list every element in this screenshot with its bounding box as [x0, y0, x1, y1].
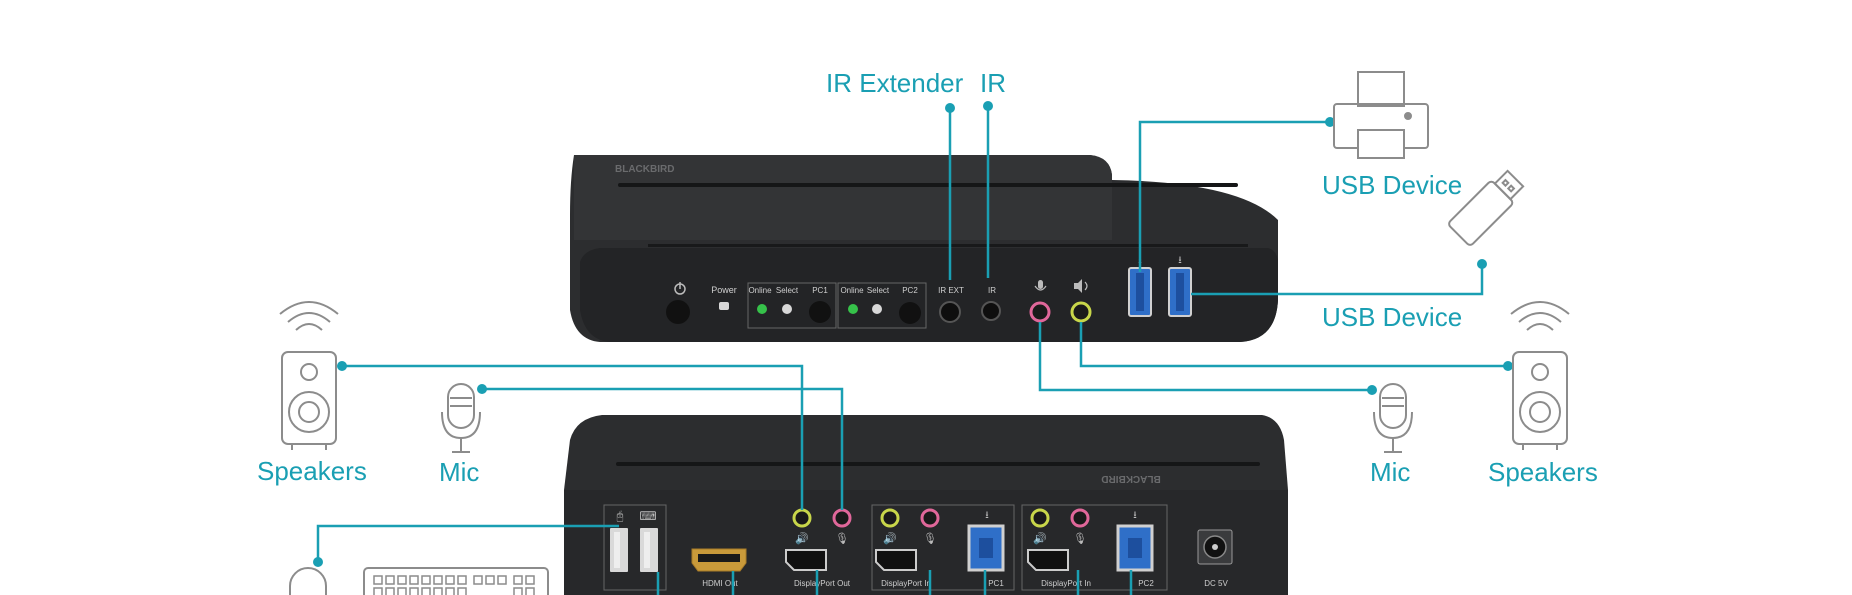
ir-ext-port[interactable]	[939, 301, 961, 323]
pc2-online-label: Online	[840, 286, 864, 295]
rear-mic-jack-out[interactable]	[832, 508, 852, 528]
pc2-online-led	[848, 304, 858, 314]
rear-usb-mouse-tongue	[614, 532, 620, 568]
pc2-select-label: Select	[867, 286, 890, 295]
pc2-usb-b-tongue	[1128, 538, 1142, 558]
front-usb-port-1-tongue	[1136, 273, 1144, 311]
usb-icon: ⭳	[1133, 510, 1137, 521]
pc1-button[interactable]	[809, 301, 831, 323]
pc1-usb-b-tongue	[979, 538, 993, 558]
hdmi-out-cavity	[698, 554, 740, 562]
rear-speaker-jack-out[interactable]	[792, 508, 812, 528]
front-usb-port-2-tongue	[1176, 273, 1184, 311]
front-mic-jack[interactable]	[1029, 301, 1051, 323]
mic-icon	[1034, 280, 1047, 291]
rear-brand: BLACKBIRD	[1101, 473, 1160, 484]
pc1-displayport-in-label: DisplayPort In	[881, 579, 931, 588]
usb-device-flash-callout: USB Device	[1322, 302, 1463, 332]
speakers-right-icon	[1510, 301, 1570, 450]
usb-printer-line	[1138, 120, 1330, 272]
pc1-select-led	[782, 304, 792, 314]
speaker-icon: 🔊	[883, 531, 897, 545]
speakers-right-callout: Speakers	[1488, 457, 1598, 487]
pc2-displayport-in-label: DisplayPort In	[1041, 579, 1091, 588]
pc1-usb-label: PC1	[988, 579, 1004, 588]
speakers-left-callout: Speakers	[257, 456, 367, 486]
usb-flash-line	[1191, 264, 1484, 296]
keyboard-icon	[363, 567, 549, 595]
connector-lines	[316, 106, 1508, 595]
pc1-label: PC1	[812, 286, 828, 295]
power-icon	[674, 282, 686, 295]
mic-icon: 🎙	[923, 532, 937, 545]
keyboard-icon: ⌨	[639, 509, 656, 523]
pc2-speaker-jack[interactable]	[1030, 508, 1050, 528]
rear-pc2-box	[1021, 504, 1168, 591]
pc1-online-label: Online	[748, 286, 772, 295]
speaker-icon: 🔊	[795, 531, 809, 545]
usb-icon: ⭳	[985, 510, 989, 521]
rear-mouse-line	[316, 524, 619, 562]
usb-flash-drive-icon	[1448, 169, 1525, 246]
ir-label: IR	[988, 286, 996, 295]
mic-icon: 🎙	[1073, 532, 1087, 545]
front-speaker-jack[interactable]	[1070, 301, 1092, 323]
front-brand: BLACKBIRD	[615, 164, 674, 175]
microphone-right-icon	[1373, 383, 1413, 453]
pc2-group-box	[837, 282, 927, 329]
rear-device: BLACKBIRD 🖰 ⌨ HDMI Out 🔊 🎙 DisplayPort O…	[564, 415, 1288, 595]
usb-device-printer-callout: USB Device	[1322, 170, 1463, 200]
mic-icon: 🎙	[835, 532, 849, 545]
hdmi-out-label: HDMI Out	[702, 579, 738, 588]
front-device: BLACKBIRD Power Online Select PC1 Online…	[570, 155, 1278, 342]
pc2-usb-label: PC2	[1138, 579, 1154, 588]
connector-dots	[313, 101, 1513, 567]
displayport-out-label: DisplayPort Out	[794, 579, 851, 588]
mouse-icon: 🖰	[616, 509, 623, 523]
pc1-displayport-in-port[interactable]	[875, 549, 917, 571]
dc-power-label: DC 5V	[1204, 579, 1228, 588]
mouse-icon	[289, 567, 327, 595]
ir-callout: IR	[980, 68, 1006, 98]
front-mic-line	[1038, 322, 1372, 392]
displayport-out-port[interactable]	[785, 549, 827, 571]
microphone-left-icon	[441, 383, 481, 453]
rear-usb-box	[603, 504, 667, 591]
rear-usb-keyboard-tongue	[644, 532, 650, 568]
pc2-displayport-in-port[interactable]	[1027, 549, 1069, 571]
pc1-online-led	[757, 304, 767, 314]
pc1-speaker-jack[interactable]	[880, 508, 900, 528]
pc1-group-box	[747, 282, 837, 329]
pc2-mic-jack[interactable]	[1070, 508, 1090, 528]
front-speaker-line	[1079, 322, 1508, 368]
rear-pc1-box	[871, 504, 1015, 591]
pc2-label: PC2	[902, 286, 918, 295]
ir-ext-label: IR EXT	[938, 286, 964, 295]
rear-mic-line	[482, 387, 844, 510]
mic-left-callout: Mic	[439, 457, 480, 487]
mic-right-callout: Mic	[1370, 457, 1411, 487]
usb-icon: ⭳	[1178, 255, 1182, 266]
printer-icon	[1333, 71, 1429, 159]
speaker-icon	[1074, 279, 1088, 293]
pc1-select-label: Select	[776, 286, 799, 295]
power-button[interactable]	[666, 300, 690, 324]
power-label: Power	[711, 285, 737, 295]
ir-sensor	[981, 301, 1001, 321]
power-led	[719, 302, 729, 310]
ir-extender-callout: IR Extender	[826, 68, 964, 98]
pc2-button[interactable]	[899, 302, 921, 324]
rear-speaker-line	[342, 364, 804, 510]
pc2-select-led	[872, 304, 882, 314]
speakers-left-icon	[279, 301, 339, 450]
dc-power-pin	[1212, 544, 1218, 550]
speaker-icon: 🔊	[1033, 531, 1047, 545]
pc1-mic-jack[interactable]	[920, 508, 940, 528]
